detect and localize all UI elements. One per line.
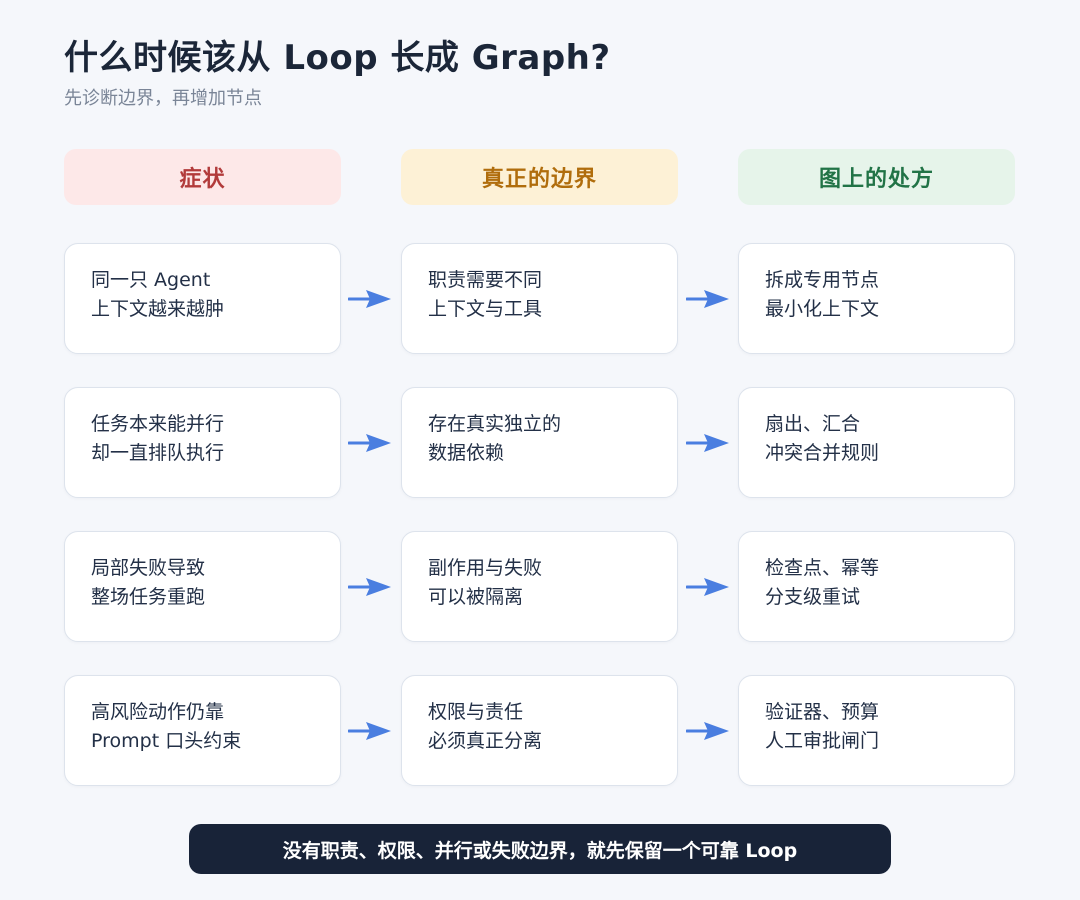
column-header-prescription: 图上的处方 bbox=[738, 149, 1015, 205]
boundary-card: 职责需要不同 上下文与工具 bbox=[401, 243, 678, 354]
card-line: 最小化上下文 bbox=[765, 298, 880, 320]
card-line: 任务本来能并行 bbox=[91, 413, 225, 435]
card-line: 职责需要不同 bbox=[428, 269, 543, 291]
card-line: 可以被隔离 bbox=[428, 586, 524, 608]
card-line: 上下文与工具 bbox=[428, 298, 543, 320]
arrow-right-icon bbox=[686, 578, 729, 596]
card-line: 验证器、预算 bbox=[765, 701, 880, 723]
card-line: 存在真实独立的 bbox=[428, 413, 562, 435]
column-header-boundary: 真正的边界 bbox=[401, 149, 678, 205]
column-header-label: 图上的处方 bbox=[818, 167, 934, 192]
card-line: 局部失败导致 bbox=[91, 557, 206, 579]
card-line: 同一只 Agent bbox=[91, 269, 211, 291]
symptom-card: 局部失败导致 整场任务重跑 bbox=[64, 531, 341, 642]
card-line: 上下文越来越肿 bbox=[91, 298, 225, 320]
card-line: 人工审批闸门 bbox=[765, 730, 880, 752]
card-line: 高风险动作仍靠 bbox=[91, 701, 225, 723]
card-line: 必须真正分离 bbox=[428, 730, 543, 752]
boundary-card: 权限与责任 必须真正分离 bbox=[401, 675, 678, 786]
prescription-card: 检查点、幂等 分支级重试 bbox=[738, 531, 1015, 642]
card-line: 整场任务重跑 bbox=[91, 586, 206, 608]
card-line: 冲突合并规则 bbox=[765, 442, 880, 464]
arrow-right-icon bbox=[348, 578, 391, 596]
column-header-symptom: 症状 bbox=[64, 149, 341, 205]
card-line: 分支级重试 bbox=[765, 586, 861, 608]
footer-text: 没有职责、权限、并行或失败边界，就先保留一个可靠 Loop bbox=[282, 839, 798, 862]
card-line: Prompt 口头约束 bbox=[91, 730, 242, 752]
arrow-right-icon bbox=[348, 722, 391, 740]
boundary-card: 副作用与失败 可以被隔离 bbox=[401, 531, 678, 642]
column-header-label: 真正的边界 bbox=[481, 167, 597, 192]
symptom-card: 同一只 Agent 上下文越来越肿 bbox=[64, 243, 341, 354]
symptom-card: 高风险动作仍靠 Prompt 口头约束 bbox=[64, 675, 341, 786]
arrow-right-icon bbox=[686, 722, 729, 740]
prescription-card: 扇出、汇合 冲突合并规则 bbox=[738, 387, 1015, 498]
footer-banner: 没有职责、权限、并行或失败边界，就先保留一个可靠 Loop bbox=[189, 824, 891, 874]
card-line: 检查点、幂等 bbox=[765, 557, 880, 579]
boundary-card: 存在真实独立的 数据依赖 bbox=[401, 387, 678, 498]
arrow-right-icon bbox=[348, 290, 391, 308]
page-title: 什么时候该从 Loop 长成 Graph? bbox=[64, 38, 611, 78]
arrow-right-icon bbox=[348, 434, 391, 452]
card-line: 拆成专用节点 bbox=[765, 269, 880, 291]
page-subtitle: 先诊断边界，再增加节点 bbox=[64, 88, 262, 109]
card-line: 副作用与失败 bbox=[428, 557, 543, 579]
column-header-label: 症状 bbox=[179, 167, 226, 192]
arrow-right-icon bbox=[686, 290, 729, 308]
symptom-card: 任务本来能并行 却一直排队执行 bbox=[64, 387, 341, 498]
arrow-right-icon bbox=[686, 434, 729, 452]
card-line: 扇出、汇合 bbox=[765, 413, 861, 435]
card-line: 权限与责任 bbox=[428, 701, 524, 723]
card-line: 却一直排队执行 bbox=[91, 442, 225, 464]
prescription-card: 验证器、预算 人工审批闸门 bbox=[738, 675, 1015, 786]
prescription-card: 拆成专用节点 最小化上下文 bbox=[738, 243, 1015, 354]
card-line: 数据依赖 bbox=[428, 442, 505, 464]
